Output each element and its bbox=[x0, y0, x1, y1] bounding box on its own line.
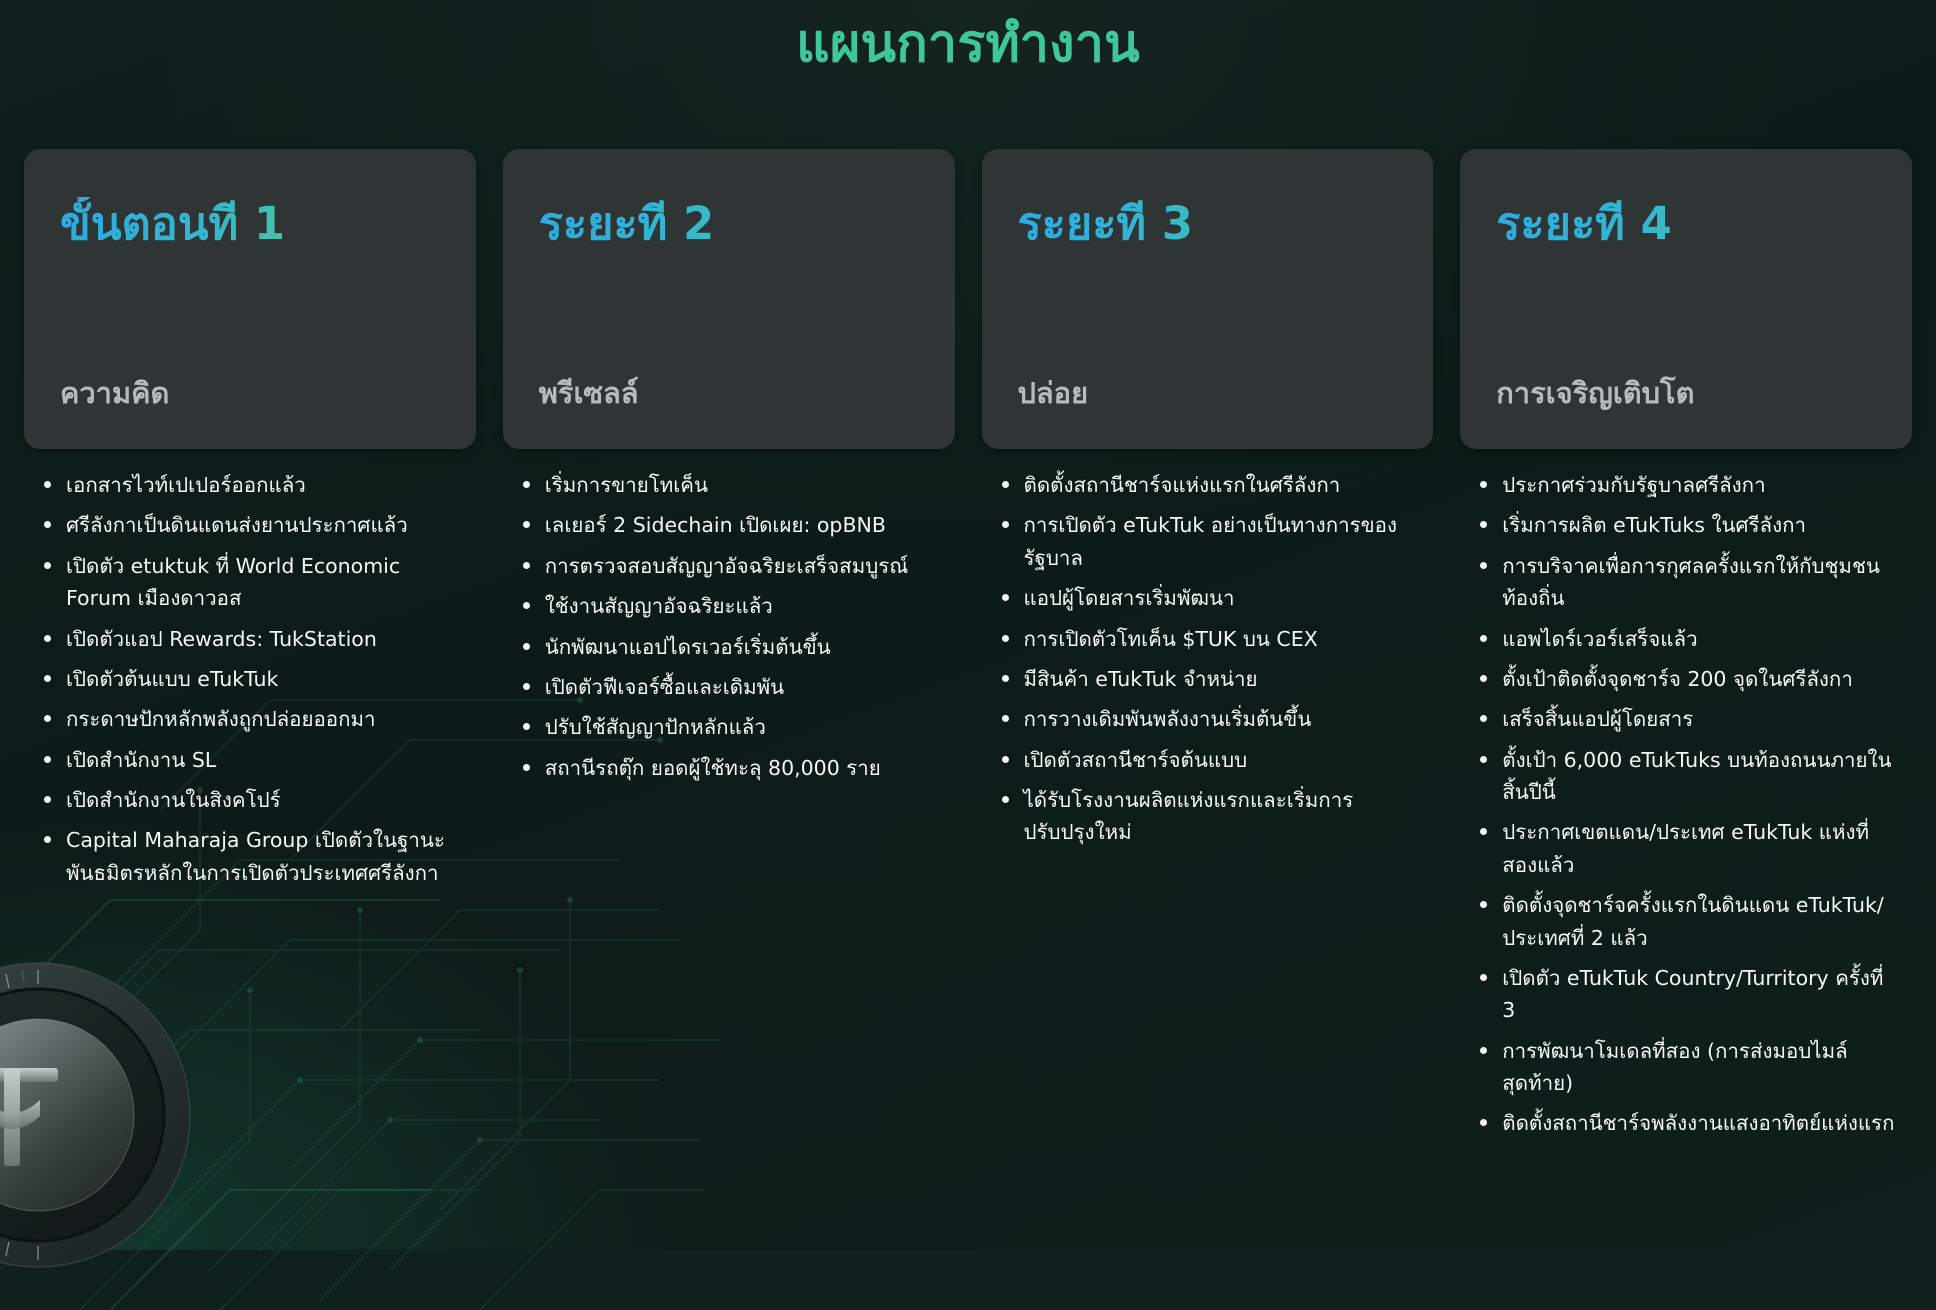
phase-subtitle-3: ปล่อย bbox=[1017, 376, 1089, 411]
list-item: ใช้งานสัญญาอัจฉริยะแล้ว bbox=[522, 590, 941, 622]
list-item: ติดตั้งสถานีชาร์จพลังงานแสงอาทิตย์แห่งแร… bbox=[1480, 1107, 1898, 1139]
phase-title-1: ขั้นตอนที 1 bbox=[60, 197, 440, 251]
phase-card-2: ระยะที 2 พรีเซลล์ bbox=[502, 149, 955, 449]
list-item: เปิดตัว etuktuk ที่ World Economic Forum… bbox=[44, 550, 462, 615]
roadmap-phase-3: ระยะที 3 ปล่อย ติดตั้งสถานีชาร์จแห่งแรกใ… bbox=[981, 149, 1434, 857]
list-item: มีสินค้า eTukTuk จำหน่าย bbox=[1001, 663, 1420, 695]
list-item: ประกาศร่วมกับรัฐบาลศรีลังกา bbox=[1480, 469, 1898, 501]
list-item: เปิดสำนักงานในสิงคโปร์ bbox=[44, 784, 462, 816]
phase-subtitle-4: การเจริญเติบโต bbox=[1496, 376, 1695, 411]
page-title: แผนการทำงาน bbox=[796, 14, 1140, 74]
list-item: กระดาษปักหลักพลังถูกปล่อยออกมา bbox=[44, 703, 462, 735]
phase-card-1: ขั้นตอนที 1 ความคิด bbox=[24, 149, 476, 449]
list-item: Capital Maharaja Group เปิดตัวในฐานะพันธ… bbox=[44, 824, 462, 889]
list-item: แอพไดร์เวอร์เสร็จแล้ว bbox=[1480, 623, 1898, 655]
list-item: เริ่มการผลิต eTukTuks ในศรีลังกา bbox=[1480, 509, 1898, 541]
phase-title-2: ระยะที 2 bbox=[539, 197, 919, 251]
phase-subtitle-1: ความคิด bbox=[60, 376, 170, 411]
list-item: การเปิดตัวโทเค็น $TUK บน CEX bbox=[1001, 623, 1420, 655]
list-item: สถานีรถตุ๊ก ยอดผู้ใช้ทะลุ 80,000 ราย bbox=[522, 752, 941, 784]
list-item: การเปิดตัว eTukTuk อย่างเป็นทางการของรัฐ… bbox=[1001, 509, 1420, 574]
phase-subtitle-2: พรีเซลล์ bbox=[538, 376, 639, 411]
phase-milestone-list-1: เอกสารไวท์เปเปอร์ออกแล้ว ศรีลังกาเป็นดิน… bbox=[24, 469, 476, 889]
phase-card-4: ระยะที 4 การเจริญเติบโต bbox=[1460, 149, 1912, 449]
list-item: ปรับใช้สัญญาปักหลักแล้ว bbox=[522, 711, 941, 743]
list-item: ศรีลังกาเป็นดินแดนส่งยานประกาศแล้ว bbox=[44, 509, 462, 541]
phase-title-4: ระยะที 4 bbox=[1496, 197, 1876, 251]
roadmap-grid: ขั้นตอนที 1 ความคิด เอกสารไวท์เปเปอร์ออก… bbox=[0, 149, 1936, 1148]
list-item: การพัฒนาโมเดลที่สอง (การส่งมอบไมล์สุดท้า… bbox=[1480, 1035, 1898, 1100]
list-item: เปิดตัวต้นแบบ eTukTuk bbox=[44, 663, 462, 695]
phase-milestone-list-4: ประกาศร่วมกับรัฐบาลศรีลังกา เริ่มการผลิต… bbox=[1460, 469, 1912, 1140]
list-item: ติดตั้งจุดชาร์จครั้งแรกในดินแดน eTukTuk/… bbox=[1480, 889, 1898, 954]
list-item: ประกาศเขตแดน/ประเทศ eTukTuk แห่งที่สองแล… bbox=[1480, 816, 1898, 881]
list-item: เลเยอร์ 2 Sidechain เปิดเผย: opBNB bbox=[522, 509, 941, 541]
roadmap-phase-2: ระยะที 2 พรีเซลล์ เริ่มการขายโทเค็น เลเย… bbox=[502, 149, 955, 792]
phase-card-3: ระยะที 3 ปล่อย bbox=[981, 149, 1434, 449]
list-item: เปิดตัว eTukTuk Country/Turritory ครั้งท… bbox=[1480, 962, 1898, 1027]
list-item: เปิดสำนักงาน SL bbox=[44, 744, 462, 776]
list-item: เสร็จสิ้นแอปผู้โดยสาร bbox=[1480, 703, 1898, 735]
list-item: ได้รับโรงงานผลิตแห่งแรกและเริ่มการปรับปร… bbox=[1001, 784, 1420, 849]
list-item: แอปผู้โดยสารเริ่มพัฒนา bbox=[1001, 582, 1420, 614]
list-item: การบริจาคเพื่อการกุศลครั้งแรกให้กับชุมชน… bbox=[1480, 550, 1898, 615]
list-item: ตั้งเป้า 6,000 eTukTuks บนท้องถนนภายในสิ… bbox=[1480, 744, 1898, 809]
list-item: เปิดตัวสถานีชาร์จต้นแบบ bbox=[1001, 744, 1420, 776]
list-item: นักพัฒนาแอปไดรเวอร์เริ่มต้นขึ้น bbox=[522, 631, 941, 663]
list-item: การตรวจสอบสัญญาอัจฉริยะเสร็จสมบูรณ์ bbox=[522, 550, 941, 582]
list-item: เริ่มการขายโทเค็น bbox=[522, 469, 941, 501]
roadmap-phase-1: ขั้นตอนที 1 ความคิด เอกสารไวท์เปเปอร์ออก… bbox=[24, 149, 476, 897]
phase-title-3: ระยะที 3 bbox=[1018, 197, 1398, 251]
list-item: เปิดตัวแอป Rewards: TukStation bbox=[44, 623, 462, 655]
phase-milestone-list-3: ติดตั้งสถานีชาร์จแห่งแรกในศรีลังกา การเป… bbox=[982, 469, 1434, 849]
list-item: ตั้งเป้าติดตั้งจุดชาร์จ 200 จุดในศรีลังก… bbox=[1480, 663, 1898, 695]
list-item: ติดตั้งสถานีชาร์จแห่งแรกในศรีลังกา bbox=[1001, 469, 1420, 501]
list-item: เอกสารไวท์เปเปอร์ออกแล้ว bbox=[44, 469, 462, 501]
phase-milestone-list-2: เริ่มการขายโทเค็น เลเยอร์ 2 Sidechain เป… bbox=[503, 469, 955, 784]
list-item: เปิดตัวฟีเจอร์ซื้อและเดิมพัน bbox=[522, 671, 941, 703]
roadmap-phase-4: ระยะที 4 การเจริญเติบโต ประกาศร่วมกับรัฐ… bbox=[1460, 149, 1912, 1148]
list-item: การวางเดิมพันพลังงานเริ่มต้นขึ้น bbox=[1001, 703, 1420, 735]
